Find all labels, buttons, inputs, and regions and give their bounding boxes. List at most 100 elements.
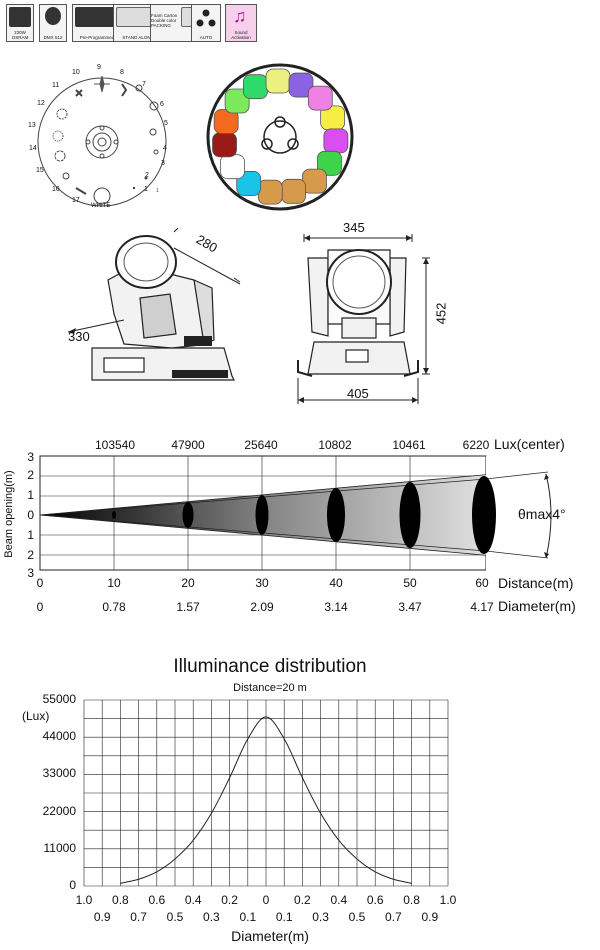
lux-value: 47900 bbox=[171, 438, 205, 452]
gobo-number: 8 bbox=[120, 69, 124, 76]
lux-value: 10461 bbox=[392, 438, 426, 452]
diameter-tick: 1.57 bbox=[176, 600, 200, 614]
chart-x-tick: 0.3 bbox=[203, 910, 220, 924]
chart-y-tick: 44000 bbox=[42, 729, 76, 744]
svg-text:1: 1 bbox=[156, 188, 159, 194]
badge-label: AUTO bbox=[199, 35, 213, 40]
color-slot bbox=[224, 88, 250, 114]
fixture-front-view bbox=[297, 234, 430, 404]
side-depth-label: 330 bbox=[68, 329, 90, 344]
chip-icon bbox=[75, 7, 119, 27]
chart-x-tick: 0.3 bbox=[312, 910, 329, 924]
beam-y-tick: 3 bbox=[27, 566, 34, 580]
badge-dmx: DMX 512 bbox=[39, 4, 67, 42]
beam-diagram bbox=[39, 455, 566, 576]
diameter-tick: 4.17 bbox=[470, 600, 494, 614]
front-base-label: 405 bbox=[347, 386, 369, 401]
chart-x-tick: 0.6 bbox=[148, 893, 166, 907]
diameter-tick: 0 bbox=[36, 600, 44, 614]
gobo-number: 13 bbox=[28, 122, 36, 129]
gobo-number: 5 bbox=[164, 120, 168, 127]
chart-x-tick: 0.6 bbox=[366, 893, 384, 907]
lux-value: 25640 bbox=[244, 438, 278, 452]
front-top-label: 345 bbox=[343, 220, 365, 235]
chart-subtitle: Distance=20 m bbox=[233, 682, 307, 694]
illuminance-curve bbox=[120, 716, 412, 884]
diameter-tick: 3.14 bbox=[324, 600, 348, 614]
chart-x-tick: 0 bbox=[262, 893, 270, 907]
beam-y-tick: 2 bbox=[27, 548, 34, 562]
distance-label: Distance(m) bbox=[498, 575, 574, 591]
front-height-label: 452 bbox=[433, 302, 449, 325]
color-slot bbox=[281, 178, 306, 204]
beam-y-tick: 1 bbox=[27, 488, 34, 502]
chart-y-tick: 33000 bbox=[42, 766, 76, 781]
chart-x-tick: 0.8 bbox=[403, 893, 420, 907]
color-slot bbox=[288, 72, 314, 98]
distance-tick: 20 bbox=[181, 576, 195, 590]
chart-x-label: Diameter(m) bbox=[231, 928, 309, 944]
beam-angle-label: θmax4° bbox=[518, 506, 566, 522]
chart-y-tick: 55000 bbox=[42, 692, 76, 706]
color-slot bbox=[307, 85, 333, 111]
chart-x-tick: 0.7 bbox=[385, 910, 402, 924]
chart-x-tick: 1.0 bbox=[439, 893, 457, 907]
gobo-number: 6 bbox=[160, 101, 164, 108]
chart-title: Illuminance distribution bbox=[173, 656, 367, 677]
chart-y-label: (Lux) bbox=[22, 709, 50, 723]
badge-label: Foam Carton Double color PACKING bbox=[151, 13, 178, 28]
color-slot bbox=[302, 168, 327, 194]
color-slot bbox=[323, 128, 349, 154]
illuminance-chart bbox=[83, 699, 449, 887]
music-note-icon: ♫ bbox=[233, 6, 247, 26]
badge-auto: AUTO bbox=[191, 4, 221, 42]
gobo-wheel: 1 bbox=[37, 75, 167, 207]
color-slot bbox=[220, 154, 245, 180]
beam-y-tick: 3 bbox=[27, 450, 34, 464]
gobo-number: 7 bbox=[142, 81, 146, 88]
chart-x-tick: 0.4 bbox=[330, 893, 348, 907]
chart-y-tick: 0 bbox=[69, 878, 76, 892]
gobo-number: 4 bbox=[163, 145, 167, 152]
chart-x-tick: 0.2 bbox=[221, 893, 238, 907]
diameter-tick: 3.47 bbox=[398, 600, 422, 614]
badge-label: DMX 512 bbox=[43, 35, 63, 40]
chart-x-tick: 0.9 bbox=[421, 910, 439, 924]
gobo-number: 15 bbox=[36, 167, 44, 174]
distance-tick: 60 bbox=[475, 576, 489, 590]
diameter-tick: 2.09 bbox=[250, 600, 274, 614]
chart-y-tick: 11000 bbox=[43, 840, 76, 855]
color-slot bbox=[243, 74, 268, 100]
color-slots bbox=[212, 68, 349, 205]
chart-x-tick: 0.1 bbox=[275, 910, 293, 924]
chart-y-tick: 22000 bbox=[42, 803, 76, 818]
badge-label: 230W OSRAM bbox=[11, 30, 29, 40]
lux-value: 103540 bbox=[94, 438, 136, 452]
chart-x-tick: 0.1 bbox=[239, 910, 257, 924]
gobo-number: 11 bbox=[52, 82, 60, 89]
beam-y-tick: 2 bbox=[27, 468, 34, 482]
gobo-number: 2 bbox=[145, 172, 149, 179]
color-slot bbox=[265, 68, 291, 94]
distance-tick: 50 bbox=[403, 576, 417, 590]
dmx-connector-icon bbox=[45, 7, 61, 25]
badge-sound: ♫ Sound Activation bbox=[225, 4, 257, 42]
gobo-number: 9 bbox=[97, 64, 101, 71]
distance-tick: 10 bbox=[107, 576, 121, 590]
lamp-icon bbox=[9, 7, 31, 27]
lux-value: 10802 bbox=[318, 438, 352, 452]
badge-label: Pre-Programmed bbox=[79, 35, 115, 40]
chart-x-tick: 0.5 bbox=[348, 910, 366, 924]
gobo-number: 16 bbox=[52, 186, 60, 193]
beam-y-tick: 1 bbox=[27, 528, 34, 542]
chart-x-tick: 0.4 bbox=[184, 893, 202, 907]
gobo-white-label: WHITE bbox=[91, 203, 111, 209]
gobo-number: 12 bbox=[37, 100, 45, 107]
color-slot bbox=[212, 132, 237, 158]
beam-y-label: Beam opening(m) bbox=[3, 470, 15, 558]
beam-y-tick: 0 bbox=[27, 508, 34, 522]
gobo-number: 1 bbox=[144, 186, 148, 193]
badge-lamp: 230W OSRAM bbox=[6, 4, 34, 42]
badge-label: Sound Activation bbox=[231, 30, 251, 40]
gobo-number: 3 bbox=[161, 160, 165, 167]
